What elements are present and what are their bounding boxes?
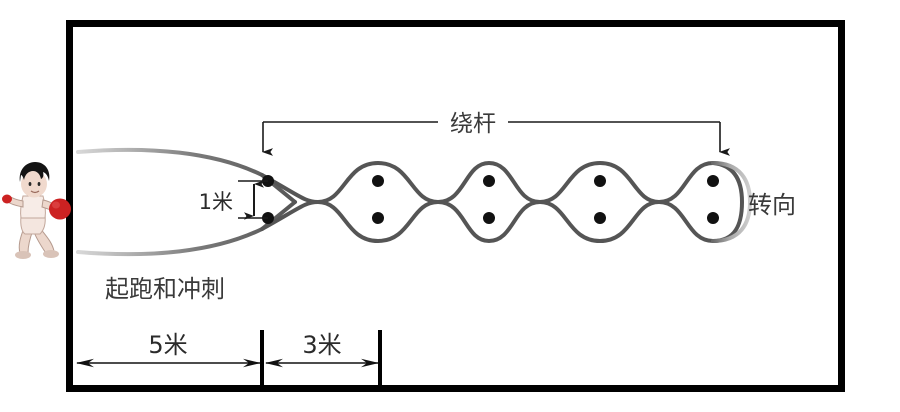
three-meter-dimension: 3米 bbox=[265, 331, 379, 368]
mascot-left-eye bbox=[28, 182, 32, 186]
label-three-meter: 3米 bbox=[302, 331, 341, 359]
path-start-lower bbox=[76, 200, 297, 257]
mascot-mouth bbox=[30, 190, 40, 194]
path-weave-strand-b bbox=[260, 160, 715, 244]
running-path-group bbox=[76, 147, 753, 257]
label-one-meter: 1米 bbox=[199, 190, 233, 214]
label-turn-around: 转向 bbox=[748, 191, 796, 219]
mascot-right-eye bbox=[37, 182, 41, 186]
pole-marker bbox=[707, 212, 719, 224]
mascot-shorts bbox=[20, 214, 46, 235]
mascot-hair bbox=[19, 162, 50, 182]
mascot-right-shoe bbox=[43, 250, 59, 258]
mascot-left-glove bbox=[2, 194, 12, 204]
bottom-tick-lines bbox=[260, 330, 382, 389]
five-meter-dimension: 5米 bbox=[76, 331, 261, 368]
label-weave-poles: 绕杆 bbox=[450, 111, 496, 137]
path-start-upper bbox=[76, 147, 297, 204]
pole-marker bbox=[594, 175, 606, 187]
label-five-meter: 5米 bbox=[148, 331, 187, 359]
mascot-glove-highlight bbox=[52, 201, 60, 209]
pole-marker bbox=[372, 212, 384, 224]
pole-marker bbox=[372, 175, 384, 187]
pole-marker bbox=[483, 212, 495, 224]
label-start-and-sprint: 起跑和冲刺 bbox=[105, 275, 225, 303]
pole-marker bbox=[483, 175, 495, 187]
path-turnaround-loop bbox=[711, 161, 753, 243]
mascot-head bbox=[21, 170, 47, 198]
one-meter-dimension bbox=[238, 180, 268, 220]
pole-marker bbox=[594, 212, 606, 224]
weave-bracket bbox=[262, 121, 730, 156]
mascot-right-glove bbox=[49, 198, 71, 220]
boxer-mascot bbox=[2, 162, 71, 259]
pole-marker bbox=[707, 175, 719, 187]
mascot-left-shoe bbox=[15, 251, 31, 259]
